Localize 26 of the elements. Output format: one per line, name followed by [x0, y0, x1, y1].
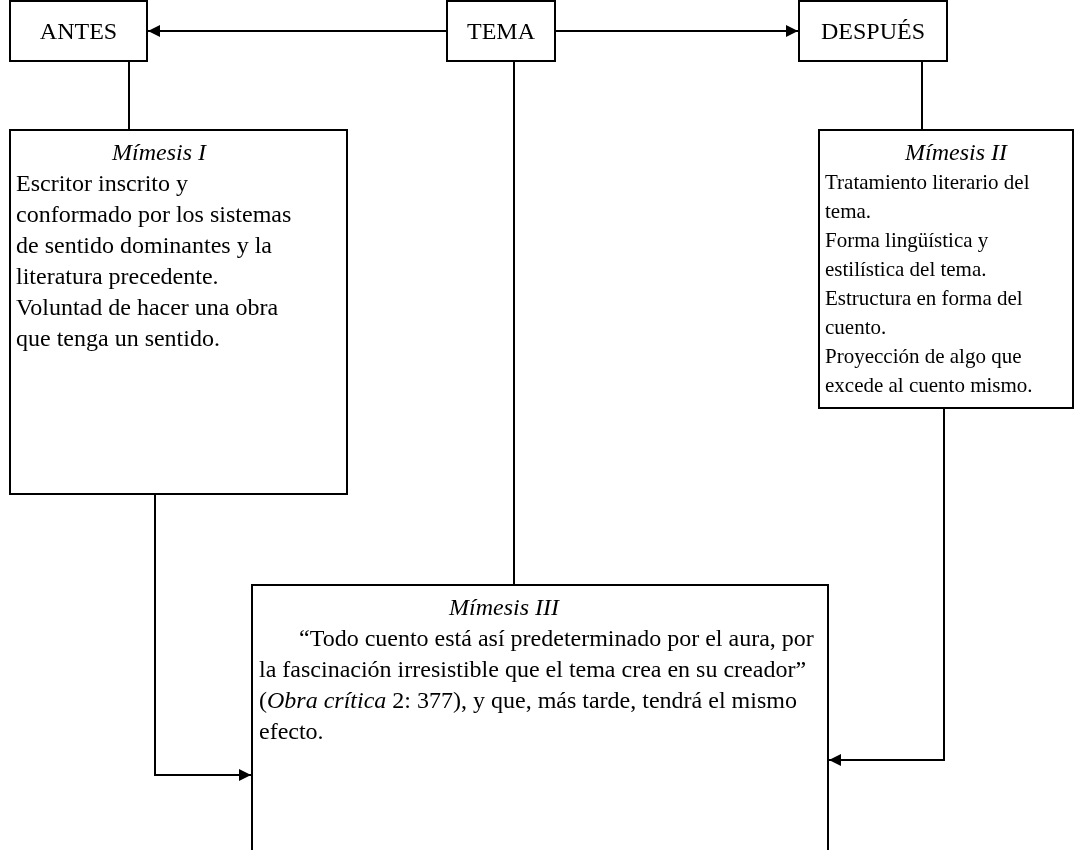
arrow: [147, 25, 447, 37]
body-text: Escritor inscrito y conformado por los sistemas de sentido dominantes y la literatura precedente.: [16, 169, 293, 291]
heading-text: Mímesis II: [904, 138, 1007, 167]
heading-text: Mímesis I: [111, 138, 206, 167]
text-box: [9, 0, 148, 62]
label-text: TEMA: [467, 16, 535, 46]
connector-line: [513, 61, 515, 585]
connector-line: [921, 61, 923, 130]
text-box: [9, 129, 348, 495]
body-text: Voluntad de hacer una obra que tenga un sentido.: [16, 293, 280, 353]
body-text: Forma lingüística y estilística del tema.: [825, 227, 990, 283]
body-text: Estructura en forma del cuento.: [825, 285, 1024, 341]
text-box: [818, 129, 1074, 409]
arrow: [828, 408, 945, 766]
text-box: [798, 0, 948, 62]
arrow: [555, 25, 799, 37]
connector-line: [128, 61, 130, 130]
text-box: [446, 0, 556, 62]
label-text: DESPUÉS: [821, 16, 925, 46]
body-text: “Todo cuento está así predeterminado por el aura, por la fascinación irresistible que el tema crea en su creador” (Obra crítica 2: 377), y que, más tarde, tendrá el mismo efecto.: [259, 624, 815, 746]
text-box: [251, 584, 829, 850]
arrow: [154, 494, 252, 781]
heading-text: Mímesis III: [448, 593, 559, 622]
body-text: Proyección de algo que excede al cuento mismo.: [825, 343, 1034, 399]
body-text: Tratamiento literario del tema.: [825, 169, 1031, 225]
label-text: ANTES: [39, 16, 118, 46]
